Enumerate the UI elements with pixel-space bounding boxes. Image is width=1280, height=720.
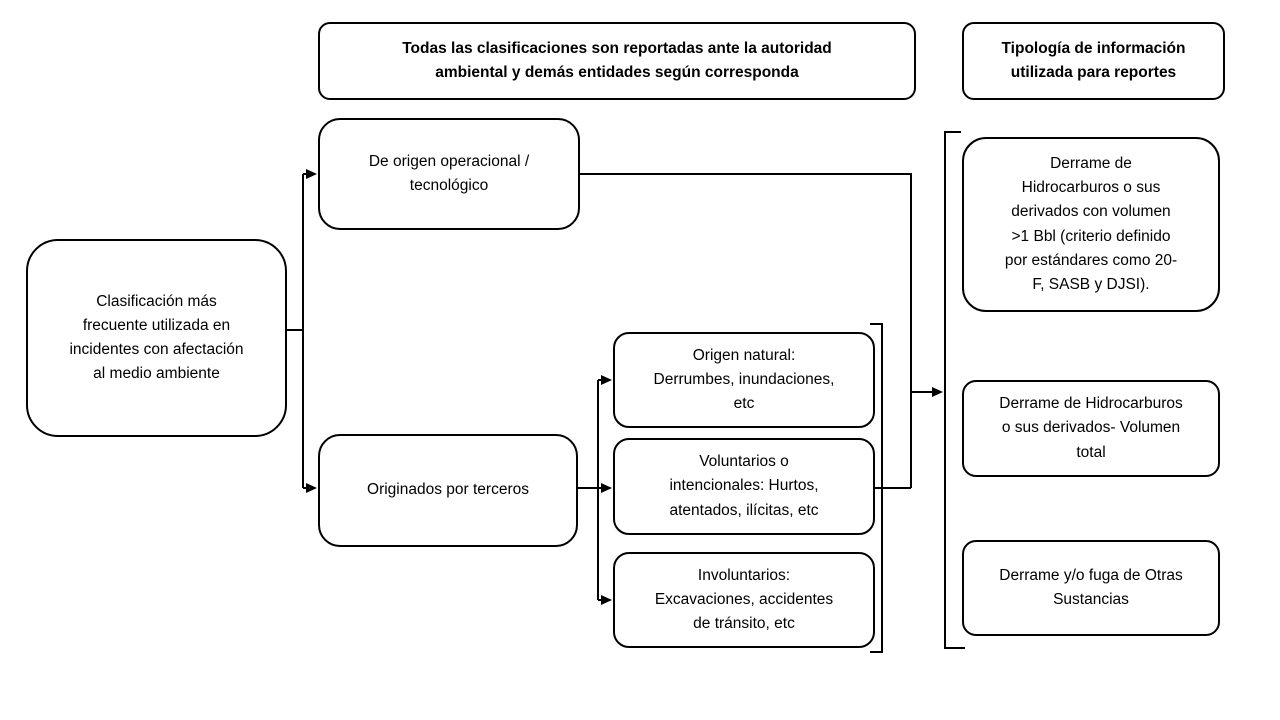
arrow-right-icon	[306, 483, 317, 493]
arrow-right-icon	[601, 375, 612, 385]
box-third-party-origin: Originados por terceros	[318, 434, 578, 547]
box-operational-origin: De origen operacional / tecnológico	[318, 118, 580, 230]
arrow-right-icon	[601, 595, 612, 605]
box-spill-gt1bbl: Derrame de Hidrocarburos o sus derivados…	[962, 137, 1220, 312]
box-voluntary-intentional: Voluntarios o intencionales: Hurtos, ate…	[613, 438, 875, 535]
arrow-right-icon	[932, 387, 943, 397]
subtype-bracket	[870, 323, 883, 653]
report-bracket	[944, 131, 965, 649]
arrow-right-icon	[601, 483, 612, 493]
box-involuntary: Involuntarios: Excavaciones, accidentes …	[613, 552, 875, 648]
box-root-classification: Clasificación más frecuente utilizada en…	[26, 239, 287, 437]
box-other-substances: Derrame y/o fuga de Otras Sustancias	[962, 540, 1220, 636]
box-natural-origin: Origen natural: Derrumbes, inundaciones,…	[613, 332, 875, 428]
header-typology: Tipología de información utilizada para …	[962, 22, 1225, 100]
root-branch-connector	[287, 131, 965, 653]
header-reporting-note: Todas las clasificaciones son reportadas…	[318, 22, 916, 100]
arrow-right-icon	[306, 169, 317, 179]
arrowheads	[306, 169, 943, 605]
box-spill-total-volume: Derrame de Hidrocarburos o sus derivados…	[962, 380, 1220, 477]
